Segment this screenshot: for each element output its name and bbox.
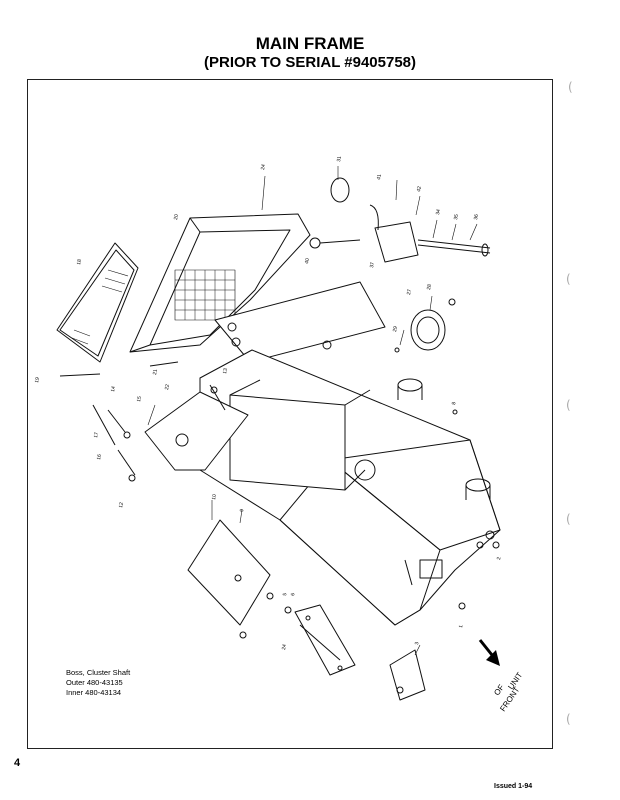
small-bracket [389,649,426,701]
callout-20: 20 [173,214,180,221]
callout-22: 22 [164,384,171,391]
callout-29: 29 [392,326,399,333]
rear-cover-panel [56,242,139,363]
round-cover-plate [410,309,446,351]
issued-date: Issued 1-94 [494,783,533,790]
callout-28: 28 [426,284,433,291]
binding-hole-mark: ( [566,398,571,412]
binding-hole-mark: ( [566,512,571,526]
callout-40: 40 [304,258,311,265]
bottom-plate [187,519,271,626]
callout-42: 42 [416,186,423,193]
callout-1: 1 [458,624,464,628]
page-title: MAIN FRAME [255,34,365,53]
callout-3: 3 [414,641,420,645]
callout-24b: 24 [281,644,288,651]
callout-17: 17 [93,432,100,439]
callout-9: 9 [239,508,245,512]
callout-37: 37 [369,262,376,269]
note-line-2: Outer 480-43135 [66,678,123,687]
callout-12: 12 [118,502,125,509]
callout-numbers: 24 31 41 42 34 35 36 20 18 27 28 29 19 2… [34,156,502,651]
hardware-left [59,298,500,639]
callout-21: 21 [152,369,159,376]
callout-8: 8 [451,401,457,405]
page-subtitle: (PRIOR TO SERIAL #9405758) [203,54,417,71]
cluster-shaft-bracket [294,604,356,676]
left-side-panel [144,391,249,471]
binding-hole-mark: ( [566,712,571,726]
upper-hood-assembly [129,213,311,353]
front-of-unit-label: FRONT OF UNIT [492,671,524,714]
callout-35: 35 [453,214,460,221]
front-arrow-icon [478,639,500,666]
callout-5: 5 [282,592,288,596]
diagram-frame [27,79,553,749]
binding-hole-mark: ( [566,272,571,286]
page-number: 4 [14,757,21,769]
callout-19: 19 [34,377,41,384]
top-plate [214,281,386,363]
callout-15: 15 [136,396,143,403]
note-line-1: Boss, Cluster Shaft [66,668,131,677]
callout-14: 14 [110,386,117,393]
leader-lines [147,166,478,656]
callout-2: 2 [496,556,502,560]
callout-27: 27 [406,289,413,296]
binding-hole-mark: ( [568,80,573,94]
callout-24: 24 [260,164,267,171]
callout-36: 36 [473,214,480,221]
callout-10: 10 [211,494,218,501]
callout-34: 34 [435,209,442,216]
callout-41: 41 [376,174,383,181]
callout-6: 6 [290,592,296,596]
callout-18: 18 [76,259,83,266]
note-line-3: Inner 480-43134 [66,688,122,697]
front-label-line2: OF [492,683,506,697]
callout-16: 16 [96,454,103,461]
callout-31: 31 [336,156,343,163]
front-label-line3: UNIT [506,671,524,692]
valve-block [309,177,491,263]
callout-13: 13 [222,368,229,375]
main-frame-body [199,349,501,626]
